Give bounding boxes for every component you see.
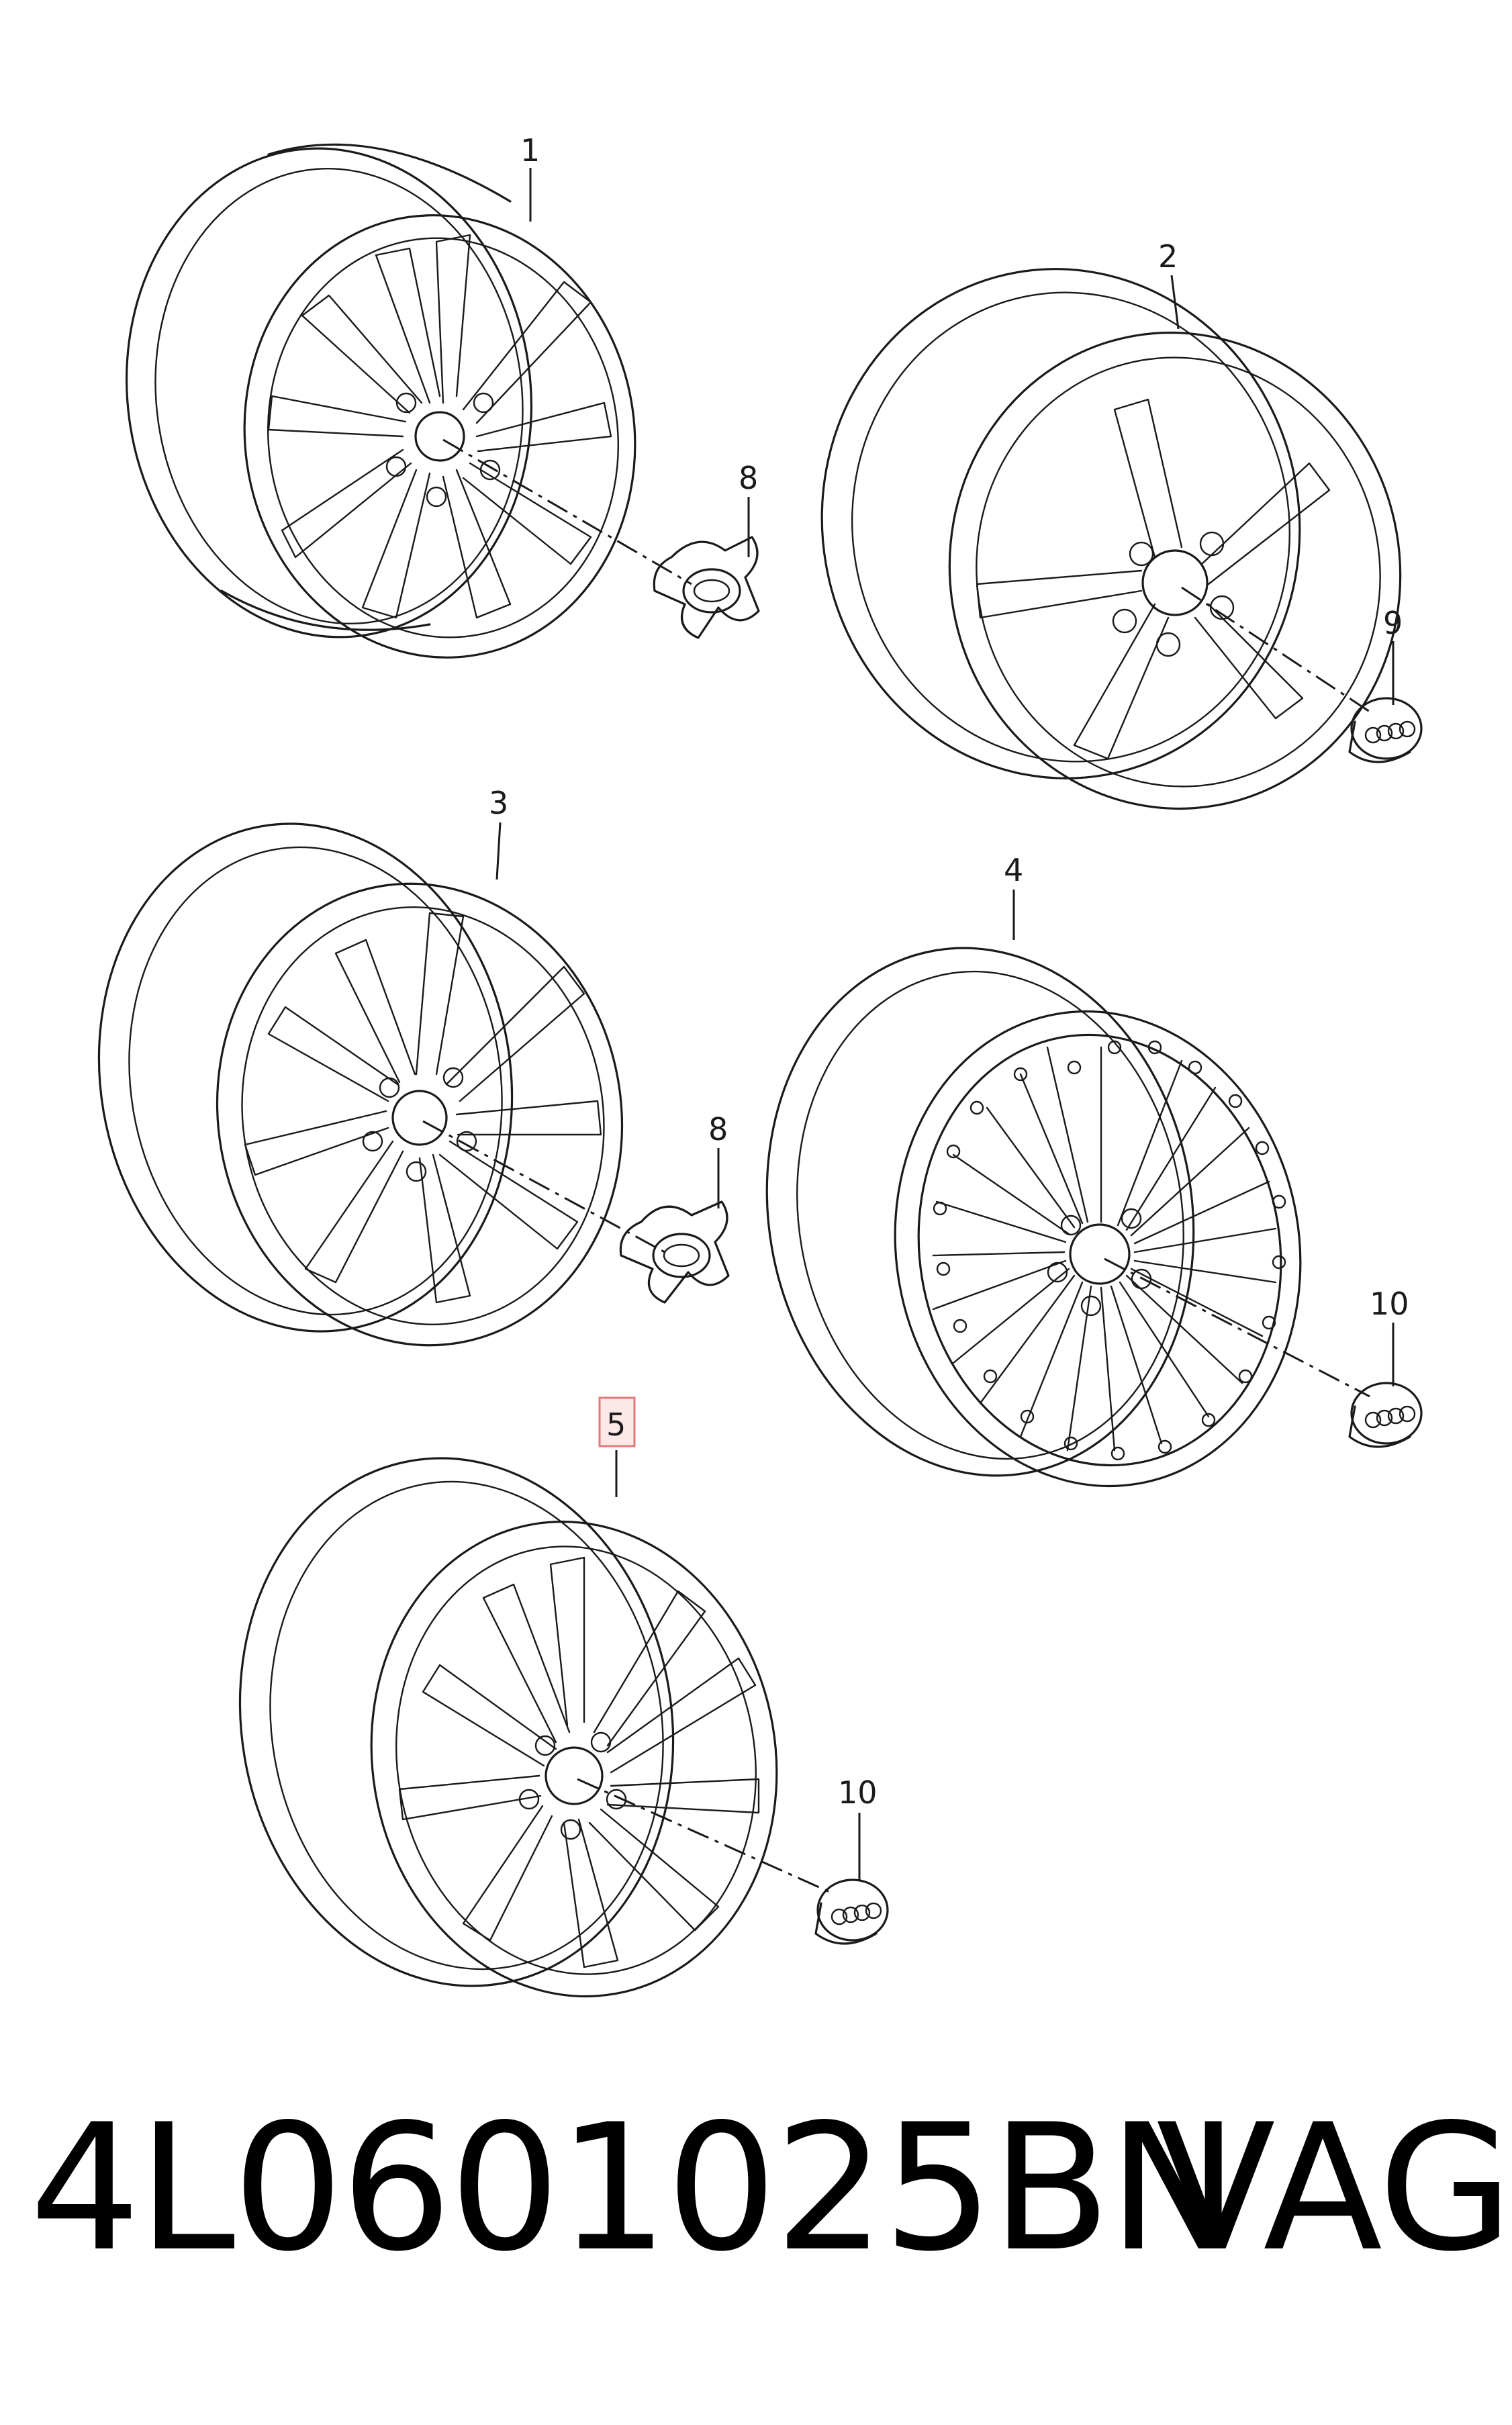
callout-8-top: 8 bbox=[739, 460, 758, 496]
callout-10-bottom: 10 bbox=[838, 1774, 878, 1811]
callout-9: 9 bbox=[1383, 605, 1403, 641]
callout-4: 4 bbox=[1004, 852, 1023, 888]
callout-8-mid: 8 bbox=[708, 1111, 728, 1147]
callout-3: 3 bbox=[489, 785, 508, 821]
part-number: 4L0601025BN bbox=[30, 2087, 1239, 2290]
wheel-3 bbox=[97, 822, 624, 1347]
wheel-5 bbox=[238, 1457, 778, 1998]
callout-10-mid: 10 bbox=[1370, 1286, 1409, 1322]
wheel-1 bbox=[126, 143, 636, 659]
callout-1: 1 bbox=[520, 132, 540, 169]
callout-2: 2 bbox=[1158, 238, 1178, 275]
callout-5: 5 bbox=[606, 1407, 626, 1443]
center-cap-9 bbox=[1348, 697, 1423, 763]
center-cap-10-mid bbox=[1348, 1382, 1423, 1448]
center-cap-8-mid bbox=[619, 1200, 730, 1304]
brand-name: VAG bbox=[1156, 2087, 1512, 2290]
wheel-2 bbox=[820, 268, 1402, 810]
center-cap-10-bottom bbox=[814, 1879, 889, 1945]
wheel-4 bbox=[765, 947, 1302, 1488]
leader-lines bbox=[495, 168, 1395, 1880]
center-cap-8-top bbox=[653, 536, 760, 639]
footer: 4L0601025BN VAG bbox=[0, 2088, 1512, 2289]
callout-5-highlight bbox=[598, 1396, 636, 1447]
